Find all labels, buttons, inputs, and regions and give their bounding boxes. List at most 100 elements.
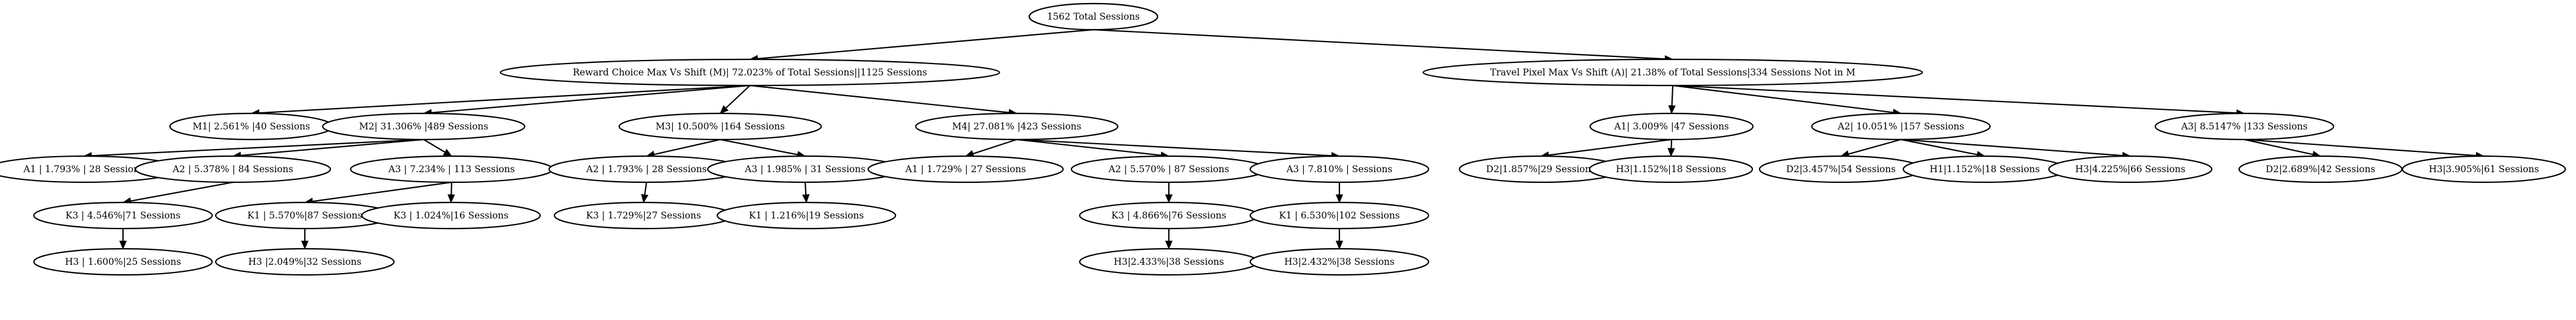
arrowhead-m4a3k1 <box>1335 194 1344 204</box>
arrowhead-m2a3k1h3 <box>301 240 309 250</box>
node-ellipse <box>1249 155 1430 183</box>
node-ellipse <box>1588 155 1754 183</box>
node-ellipse <box>618 112 822 141</box>
tree-node-ta3h3: H3|3.905%|61 Sessions <box>2401 155 2566 183</box>
edge-travel-to-ta1 <box>1671 85 1674 106</box>
tree-node-ta2h3: H3|4.225%|66 Sessions <box>2048 155 2213 183</box>
node-label: H3 | 1.600%|25 Sessions <box>65 256 181 267</box>
edge-m4-to-m4a1 <box>973 138 1017 155</box>
node-ellipse <box>215 248 395 276</box>
tree-node-ta2h1: H1|1.152%|18 Sessions <box>1902 155 2067 183</box>
node-label: H3|3.905%|61 Sessions <box>2429 164 2539 175</box>
node-label: H3|1.152%|18 Sessions <box>1616 164 1726 175</box>
edge-m2-to-m2a2 <box>240 138 424 156</box>
edge-ta1-to-ta1d2 <box>1548 138 1672 156</box>
edge-ta3-to-ta3d2 <box>2244 138 2313 156</box>
tree-node-m3a2: A2 | 1.793% | 28 Sessions <box>548 155 745 183</box>
tree-node-ta2d2: D2|3.457%|54 Sessions <box>1758 155 1924 183</box>
node-label: M3| 10.500% |164 Sessions <box>655 121 784 132</box>
node-label: A3| 8.5147% |133 Sessions <box>2181 121 2308 132</box>
node-label: K1 | 1.216%|19 Sessions <box>749 210 863 221</box>
arrowhead-m4a2k3h3 <box>1165 240 1173 250</box>
node-label: H3|2.433%|38 Sessions <box>1114 256 1224 267</box>
tree-node-m2: M2| 31.306% |489 Sessions <box>321 112 526 141</box>
tree-node-m3: M3| 10.500% |164 Sessions <box>618 112 822 141</box>
node-label: K3 | 4.546%|71 Sessions <box>65 210 180 221</box>
node-label: D2|3.457%|54 Sessions <box>1786 164 1896 175</box>
edge-reward-to-m2 <box>431 84 751 113</box>
edge-ta1-to-ta1h3 <box>1670 139 1673 149</box>
tree-node-travel: Travel Pixel Max Vs Shift (A)| 21.38% of… <box>1422 58 1924 87</box>
node-label: A1 | 1.729% | 27 Sessions <box>905 164 1026 175</box>
arrowhead-m3a3k1 <box>802 194 810 204</box>
arrowhead-m4a3k1h3 <box>1335 240 1344 250</box>
node-ellipse <box>1422 58 1924 87</box>
edge-ta3-to-ta3h3 <box>2244 138 2477 157</box>
node-label: A2 | 1.793% | 28 Sessions <box>586 164 707 175</box>
node-ellipse <box>1028 2 1159 31</box>
arrowhead-m3a2k3 <box>641 194 649 204</box>
edge-m3-to-m3a3 <box>720 138 798 156</box>
tree-node-m2a2k3h3: H3 | 1.600%|25 Sessions <box>33 248 213 276</box>
edge-travel-to-ta3 <box>1672 84 2237 114</box>
arrowhead-ta1 <box>1668 105 1676 115</box>
tree-node-m4a1: A1 | 1.729% | 27 Sessions <box>867 155 1064 183</box>
node-label: A1 | 1.793% | 28 Sessions <box>23 164 144 175</box>
tree-node-reward: Reward Choice Max Vs Shift (M)| 72.023% … <box>499 58 1001 87</box>
arrowhead-ta1h3 <box>1667 148 1675 157</box>
edge-m4-to-m4a2 <box>1016 138 1162 156</box>
tree-node-ta3d2: D2|2.689%|42 Sessions <box>2238 155 2403 183</box>
node-label: 1562 Total Sessions <box>1047 11 1140 22</box>
node-label: H1|1.152%|18 Sessions <box>1929 164 2040 175</box>
tree-node-root: 1562 Total Sessions <box>1028 2 1159 31</box>
node-label: A2 | 5.378% | 84 Sessions <box>172 164 294 175</box>
node-ellipse <box>2048 155 2213 183</box>
node-label: A3 | 7.234% | 113 Sessions <box>388 164 515 175</box>
edge-m2a2-to-m2a2k3 <box>130 181 234 202</box>
node-label: M2| 31.306% |489 Sessions <box>359 121 488 132</box>
edge-ta2-to-ta2h3 <box>1900 138 2123 157</box>
node-ellipse <box>915 112 1119 141</box>
node-ellipse <box>1249 201 1430 230</box>
edge-travel-to-ta2 <box>1672 84 1894 113</box>
tree-node-ta1h3: H3|1.152%|18 Sessions <box>1588 155 1754 183</box>
tree-node-ta3: A3| 8.5147% |133 Sessions <box>2154 112 2335 141</box>
node-label: A3 | 1.985% | 31 Sessions <box>745 164 866 175</box>
tree-node-m4a2: A2 | 5.570% | 87 Sessions <box>1070 155 1267 183</box>
edge-m3a3-to-m3a3k1 <box>804 182 807 195</box>
tree-node-m2a3k1: K1 | 5.570%|87 Sessions <box>215 201 395 230</box>
tree-node-m4a3k1h3: H3|2.432%|38 Sessions <box>1249 248 1430 276</box>
tree-node-m3a3k1: K1 | 1.216%|19 Sessions <box>716 201 897 230</box>
node-label: A1| 3.009% |47 Sessions <box>1613 121 1729 132</box>
arrowhead-m2a3 <box>443 148 453 157</box>
tree-node-m3a2k3: K3 | 1.729%|27 Sessions <box>553 201 734 230</box>
tree-node-ta2: A2| 10.051% |157 Sessions <box>1811 112 1991 141</box>
edge-m3a2-to-m3a2k3 <box>644 182 648 195</box>
edge-m3-to-m3a2 <box>654 138 721 156</box>
edge-m4-to-m4a3 <box>1016 138 1332 157</box>
node-ellipse <box>2401 155 2566 183</box>
arrowhead-m3 <box>720 105 729 114</box>
tree-node-m2a2: A2 | 5.378% | 84 Sessions <box>134 155 332 183</box>
node-ellipse <box>499 58 1001 87</box>
arrowhead-m4a2k3 <box>1165 194 1173 204</box>
node-ellipse <box>867 155 1064 183</box>
tree-node-m2a2k3: K3 | 4.546%|71 Sessions <box>33 201 213 230</box>
node-label: K1 | 5.570%|87 Sessions <box>247 210 362 221</box>
tree-node-ta1: A1| 3.009% |47 Sessions <box>1589 112 1754 141</box>
node-ellipse <box>1249 248 1430 276</box>
node-label: K3 | 1.729%|27 Sessions <box>586 210 701 221</box>
edge-ta2-to-ta2h1 <box>1900 138 1978 156</box>
node-ellipse <box>1589 112 1754 141</box>
edge-m2-to-m2a1 <box>91 138 424 157</box>
tree-node-m4a2k3: K3 | 4.866%|76 Sessions <box>1079 201 1259 230</box>
node-label: M1| 2.561% |40 Sessions <box>193 121 310 132</box>
arrowhead-m2a2k3h3 <box>119 240 127 250</box>
tree-node-m2a3k3: K3 | 1.024%|16 Sessions <box>361 201 541 230</box>
edge-m2a3-to-m2a3k1 <box>312 181 452 202</box>
node-label: K3 | 1.024%|16 Sessions <box>393 210 508 221</box>
node-ellipse <box>134 155 332 183</box>
node-label: D2|1.857%|29 Sessions <box>1486 164 1596 175</box>
